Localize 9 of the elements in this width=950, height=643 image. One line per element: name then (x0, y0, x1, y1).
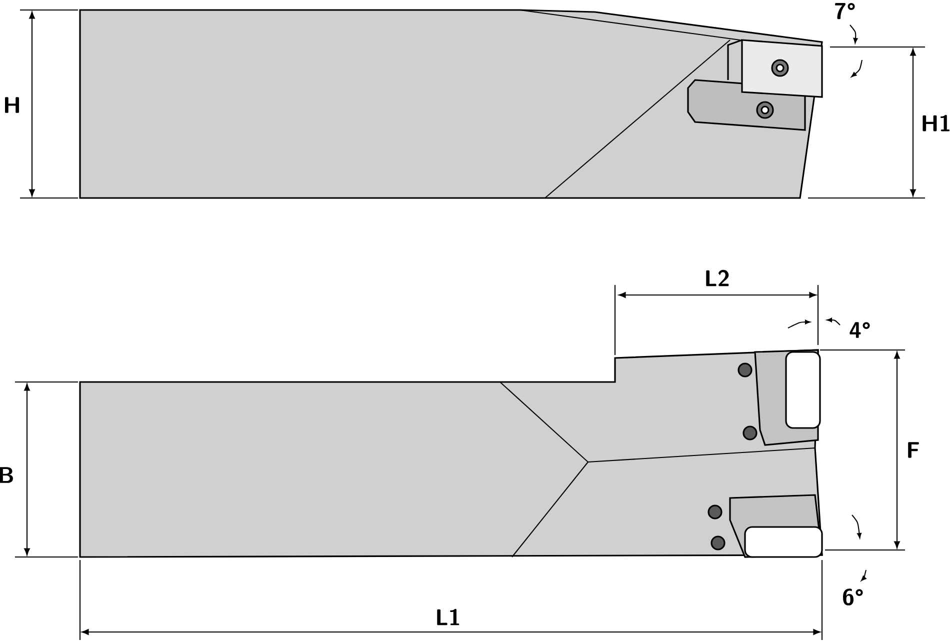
dimension-label: H1 (922, 114, 950, 132)
dimension-label: 7° (835, 2, 855, 20)
dimension-label: F (908, 442, 919, 458)
dimension-label: H (5, 97, 19, 113)
dimension-label: L2 (706, 270, 729, 286)
dimension-label: 4° (850, 322, 870, 338)
dimension-label: 6° (843, 588, 863, 606)
dimension-label: L1 (437, 608, 460, 626)
dimension-label: B (0, 467, 13, 483)
